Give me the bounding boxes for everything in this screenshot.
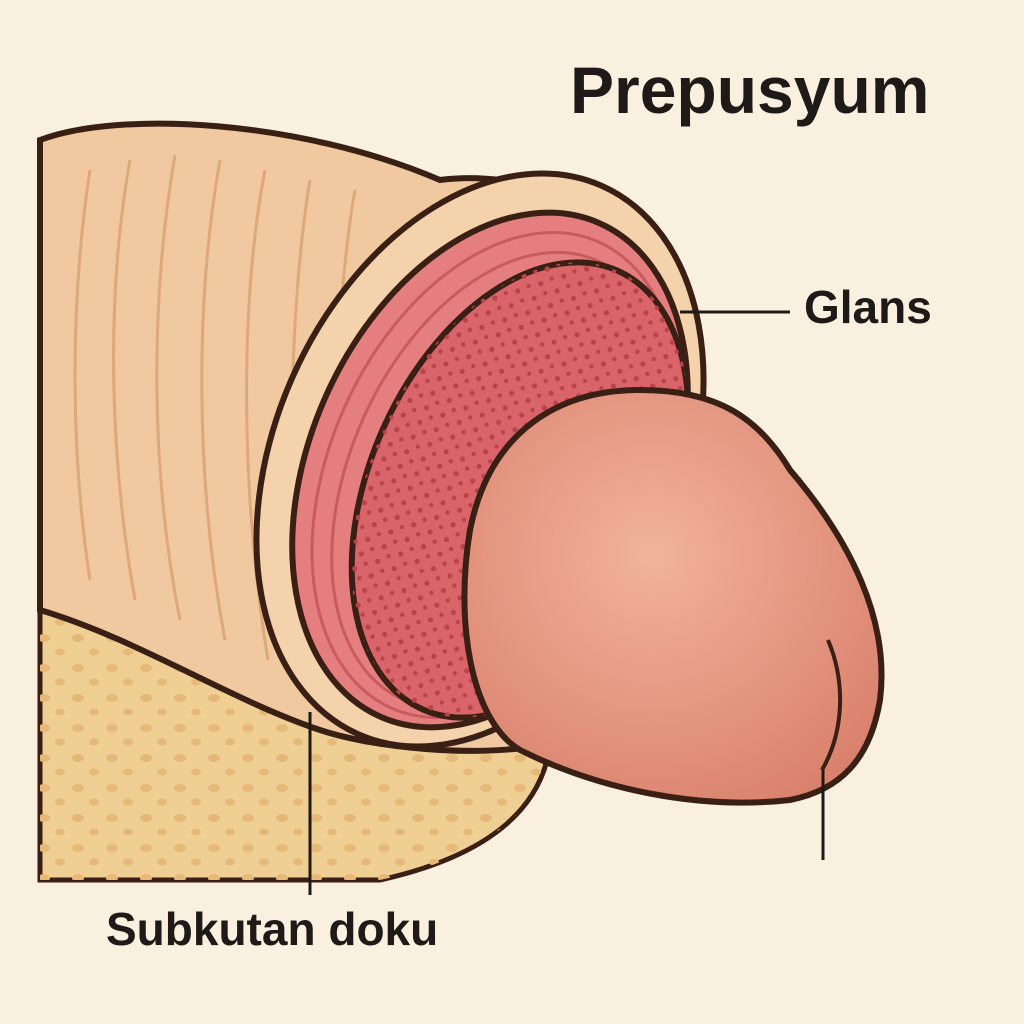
glans-label: Glans [804, 281, 932, 333]
subcutaneous-label: Subkutan doku [106, 903, 439, 955]
diagram-title: Prepusyum [570, 53, 930, 127]
glans [461, 386, 885, 806]
